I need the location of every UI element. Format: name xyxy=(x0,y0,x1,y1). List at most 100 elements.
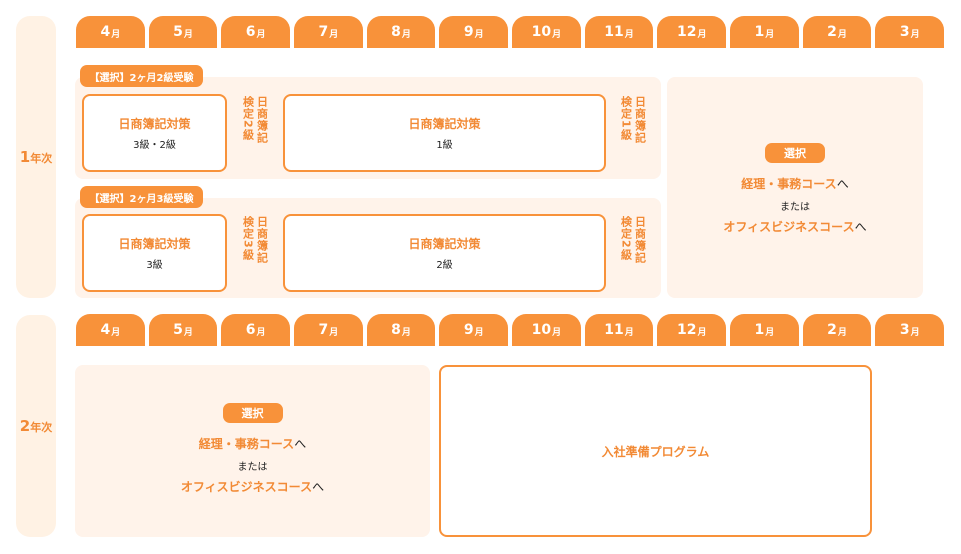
month-number: 7 xyxy=(318,24,329,40)
month-number: 1 xyxy=(754,322,765,338)
month-number: 10 xyxy=(531,322,552,338)
month-suffix: 月 xyxy=(552,328,562,338)
month-suffix: 月 xyxy=(910,328,920,338)
choice-or-text: または xyxy=(237,462,268,473)
course-subtitle: 2級 xyxy=(436,260,453,271)
year1-track-a-course1: 日商簿記対策 3級・2級 xyxy=(82,94,227,172)
month-suffix: 月 xyxy=(183,30,193,40)
month-suffix: 月 xyxy=(256,30,266,40)
choice-or-text: または xyxy=(780,202,810,213)
month-suffix: 月 xyxy=(401,30,411,40)
exam-label-right: 日商簿記 xyxy=(255,216,269,264)
month-number: 11 xyxy=(604,322,624,338)
month-number: 3 xyxy=(899,322,910,338)
month-number: 8 xyxy=(391,322,401,338)
month-suffix: 月 xyxy=(111,328,121,338)
year1-choice: 選択 経理・事務コースへ または オフィスビジネスコースへ xyxy=(667,143,923,235)
course-title: 日商簿記対策 xyxy=(408,237,481,251)
month-number: 6 xyxy=(245,24,256,40)
choice-badge: 選択 xyxy=(765,143,825,163)
month-number: 9 xyxy=(463,322,474,338)
year1-track-a-exam2: 日商簿記 検定1級 xyxy=(612,96,654,170)
year1-track-b-tag: 【選択】2ヶ月3級受験 xyxy=(80,186,203,208)
month-suffix: 月 xyxy=(837,328,847,338)
year1-track-a-exam1: 日商簿記 検定2級 xyxy=(234,96,276,170)
month-number: 8 xyxy=(391,24,401,40)
month-suffix: 月 xyxy=(624,328,634,338)
choice-badge: 選択 xyxy=(222,403,283,423)
exam-label-right: 日商簿記 xyxy=(255,96,269,144)
year2-choice-panel: 選択 経理・事務コースへ または オフィスビジネスコースへ xyxy=(75,365,430,537)
year1-track-b-exam1: 日商簿記 検定3級 xyxy=(234,216,276,290)
year1-choice-panel: 選択 経理・事務コースへ または オフィスビジネスコースへ xyxy=(667,77,923,298)
year2-label: 2年次 xyxy=(19,417,53,435)
year1-sidebar: 1年次 xyxy=(16,16,56,298)
month-suffix: 月 xyxy=(401,328,411,338)
exam-label-left: 検定1級 xyxy=(619,96,633,141)
year1-track-a-course2: 日商簿記対策 1級 xyxy=(283,94,606,172)
month-number: 5 xyxy=(173,322,183,338)
month-suffix: 月 xyxy=(624,30,634,40)
month-number: 11 xyxy=(604,24,624,40)
month-number: 6 xyxy=(245,322,256,338)
month-suffix: 月 xyxy=(697,30,707,40)
month-suffix: 月 xyxy=(552,30,562,40)
month-number: 10 xyxy=(531,24,552,40)
course-subtitle: 3級 xyxy=(146,260,163,271)
month-number: 1 xyxy=(754,24,765,40)
month-suffix: 月 xyxy=(910,30,920,40)
month-number: 4 xyxy=(100,322,111,338)
year1-track-b-course2: 日商簿記対策 2級 xyxy=(283,214,606,292)
month-suffix: 月 xyxy=(329,30,339,40)
choice-option-accounting: 経理・事務コースへ xyxy=(198,437,307,451)
year2-choice: 選択 経理・事務コースへ または オフィスビジネスコースへ xyxy=(75,403,430,495)
month-suffix: 月 xyxy=(111,30,121,40)
month-suffix: 月 xyxy=(474,30,484,40)
exam-label-left: 検定2級 xyxy=(619,216,633,261)
month-number: 2 xyxy=(827,322,837,338)
course-title: 日商簿記対策 xyxy=(118,237,191,251)
month-suffix: 月 xyxy=(256,328,266,338)
month-number: 3 xyxy=(899,24,910,40)
choice-option-office-business: オフィスビジネスコースへ xyxy=(723,220,867,234)
month-number: 12 xyxy=(676,24,697,40)
month-number: 7 xyxy=(318,322,329,338)
course-title: 日商簿記対策 xyxy=(118,117,191,131)
month-suffix: 月 xyxy=(765,30,775,40)
choice-option-office-business: オフィスビジネスコースへ xyxy=(180,480,325,494)
choice-option-accounting: 経理・事務コースへ xyxy=(741,177,849,191)
year1-label: 1年次 xyxy=(19,148,53,166)
year1-track-b-exam2: 日商簿記 検定2級 xyxy=(612,216,654,290)
year1-track-a-tag: 【選択】2ヶ月2級受験 xyxy=(80,65,203,87)
month-number: 2 xyxy=(827,24,837,40)
exam-label-left: 検定3級 xyxy=(241,216,255,261)
exam-label-right: 日商簿記 xyxy=(633,216,647,264)
month-suffix: 月 xyxy=(765,328,775,338)
month-suffix: 月 xyxy=(329,328,339,338)
month-suffix: 月 xyxy=(474,328,484,338)
course-subtitle: 1級 xyxy=(436,140,453,151)
course-title: 日商簿記対策 xyxy=(408,117,481,131)
